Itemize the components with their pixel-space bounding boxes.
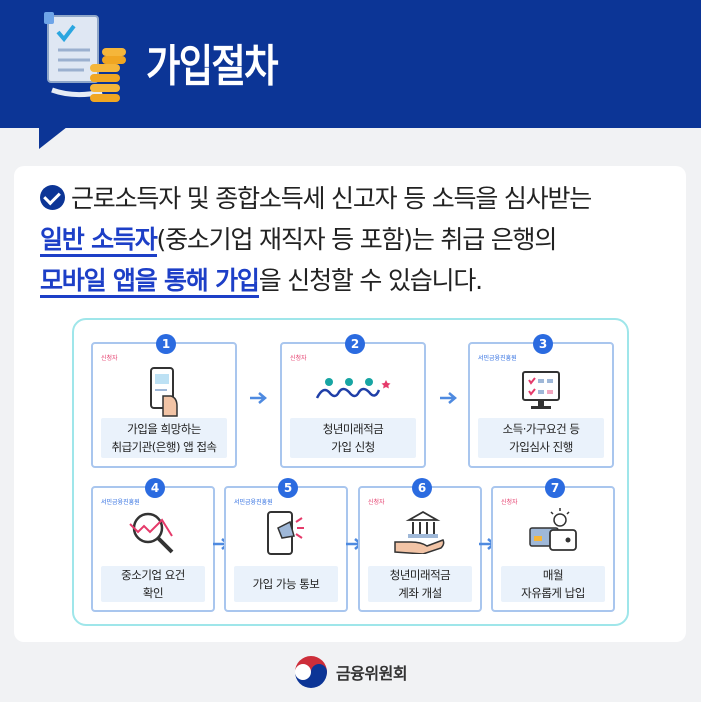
monitor-checklist-icon: [522, 371, 560, 409]
step-number: 3: [533, 334, 553, 354]
step-number: 7: [545, 478, 565, 498]
intro-line-3: 모바일 앱을 통해 가입을 신청할 수 있습니다.: [40, 260, 660, 301]
phone-megaphone-icon: [267, 511, 304, 555]
step-role-tag: 서민금융진흥원: [478, 355, 517, 362]
step-role-tag: 신청자: [101, 355, 118, 362]
step-role-tag: 신청자: [501, 499, 518, 506]
step-7-card: 7 신청자 매월 자유롭게 납입: [491, 478, 615, 612]
step-1-card: 1 신청자 가입을 희망하는 취급기관(은행) 앱 접속: [91, 334, 237, 468]
organization-name: 금융위원회: [335, 664, 408, 683]
step-4-card: 4 서민금융진흥원 중소기업 요건 확인: [91, 478, 215, 612]
check-circle-icon: [40, 185, 65, 210]
arrow-right-icon: [440, 392, 457, 404]
step-3-card: 3 서민금융진흥원 소득·가구요건 등 가입심사 진행: [468, 334, 614, 468]
magnifier-chart-icon: [129, 512, 174, 554]
fsc-emblem-icon: [294, 656, 327, 688]
header-speech-tail: [39, 127, 67, 149]
step-number: 5: [278, 478, 298, 498]
step-label: 청년미래적금 가입 신청: [290, 418, 416, 458]
highlight-mobile-app: 모바일 앱을 통해 가입: [40, 266, 260, 298]
youth-savings-logo-icon: [315, 378, 391, 399]
step-5-card: 5 서민금융진흥원 가입 가능 통보: [224, 478, 348, 612]
bank-hand-icon: [394, 510, 445, 554]
step-2-card: 2 신청자 청년미래적금 가입 신청: [280, 334, 426, 468]
step-label: 중소기업 요건 확인: [101, 566, 205, 602]
highlight-general-earner: 일반 소득자: [40, 225, 158, 257]
process-diagram: 1 신청자 가입을 희망하는 취급기관(은행) 앱 접속 2 신청자 청년미래적…: [72, 318, 629, 626]
step-role-tag: 서민금융진흥원: [234, 499, 273, 506]
step-role-tag: 신청자: [290, 355, 307, 362]
step-number: 2: [345, 334, 365, 354]
intro-line-2: 일반 소득자(중소기업 재직자 등 포함)는 취급 은행의: [40, 219, 660, 260]
step-number: 1: [156, 334, 176, 354]
intro-text: 근로소득자 및 종합소득세 신고자 등 소득을 심사받는 일반 소득자(중소기업…: [40, 178, 660, 301]
step-role-tag: 신청자: [368, 499, 385, 506]
step-label: 매월 자유롭게 납입: [501, 566, 605, 602]
arrow-right-icon: [250, 392, 267, 404]
step-number: 4: [145, 478, 165, 498]
step-label: 소득·가구요건 등 가입심사 진행: [478, 418, 604, 458]
step-6-card: 6 신청자 청년미래적금 계좌 개설: [358, 478, 482, 612]
intro-line-1: 근로소득자 및 종합소득세 신고자 등 소득을 심사받는: [40, 178, 660, 219]
header-banner: 가입절차: [0, 0, 701, 128]
footer: 금융위원회: [0, 652, 701, 692]
step-label: 청년미래적금 계좌 개설: [368, 566, 472, 602]
step-role-tag: 서민금융진흥원: [101, 499, 140, 506]
phone-app-icon: [150, 367, 178, 417]
card-wallet-icon: [529, 508, 577, 551]
page-title: 가입절차: [146, 41, 279, 92]
step-label: 가입을 희망하는 취급기관(은행) 앱 접속: [101, 418, 227, 458]
document-coins-icon: [44, 12, 126, 102]
step-number: 6: [412, 478, 432, 498]
step-label: 가입 가능 통보: [234, 566, 338, 602]
